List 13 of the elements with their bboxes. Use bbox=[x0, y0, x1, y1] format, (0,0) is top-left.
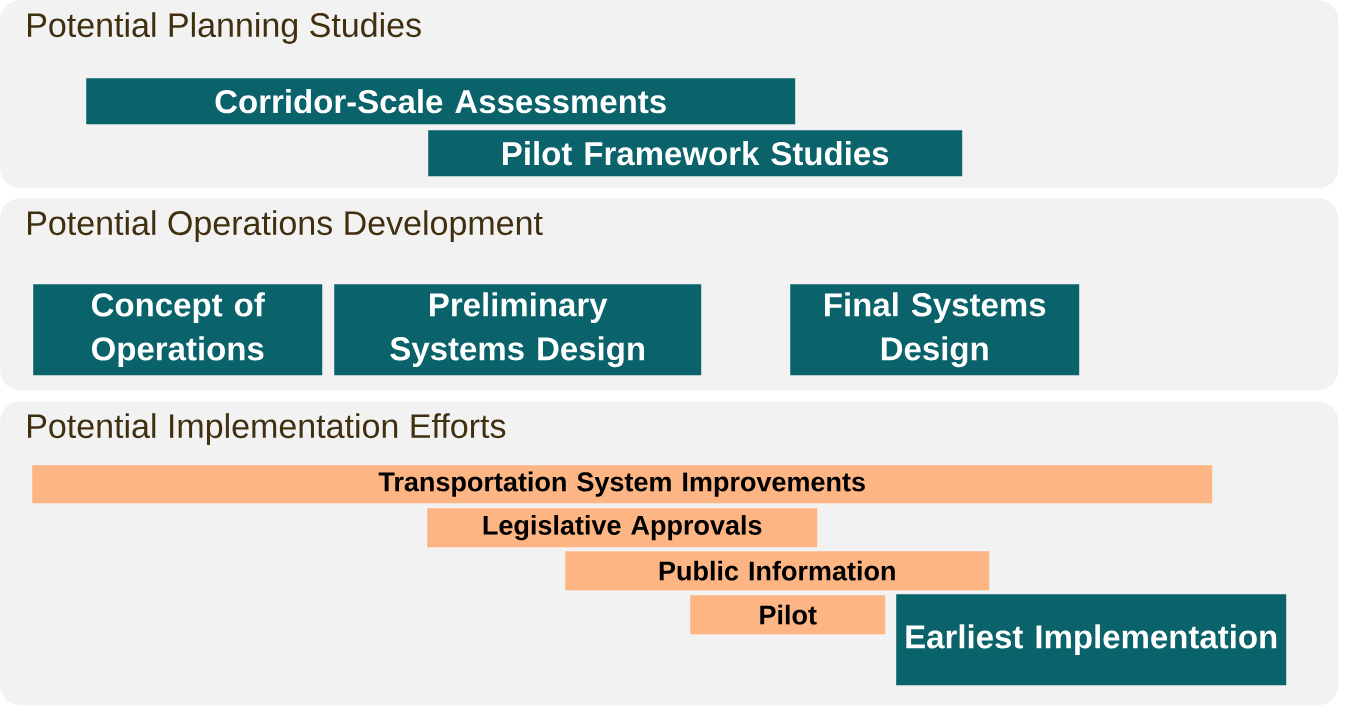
process-bar: Corridor-Scale Assessments bbox=[86, 78, 796, 125]
process-bar: Concept of Operations bbox=[33, 284, 323, 376]
panel-heading: Potential Implementation Efforts bbox=[28, 413, 506, 445]
process-bar: Final Systems Design bbox=[790, 284, 1080, 376]
panel-heading: Potential Planning Studies bbox=[28, 12, 421, 44]
task-bar: Transportation System Improvements bbox=[32, 465, 1213, 504]
task-bar: Public Information bbox=[565, 551, 990, 591]
panel-heading: Potential Operations Development bbox=[28, 210, 543, 242]
process-bar: Earliest Implementation bbox=[896, 594, 1287, 686]
task-bar: Legislative Approvals bbox=[427, 508, 818, 548]
process-bar: Preliminary Systems Design bbox=[334, 284, 702, 376]
task-bar: Pilot bbox=[690, 595, 886, 635]
process-bar: Pilot Framework Studies bbox=[428, 130, 963, 177]
